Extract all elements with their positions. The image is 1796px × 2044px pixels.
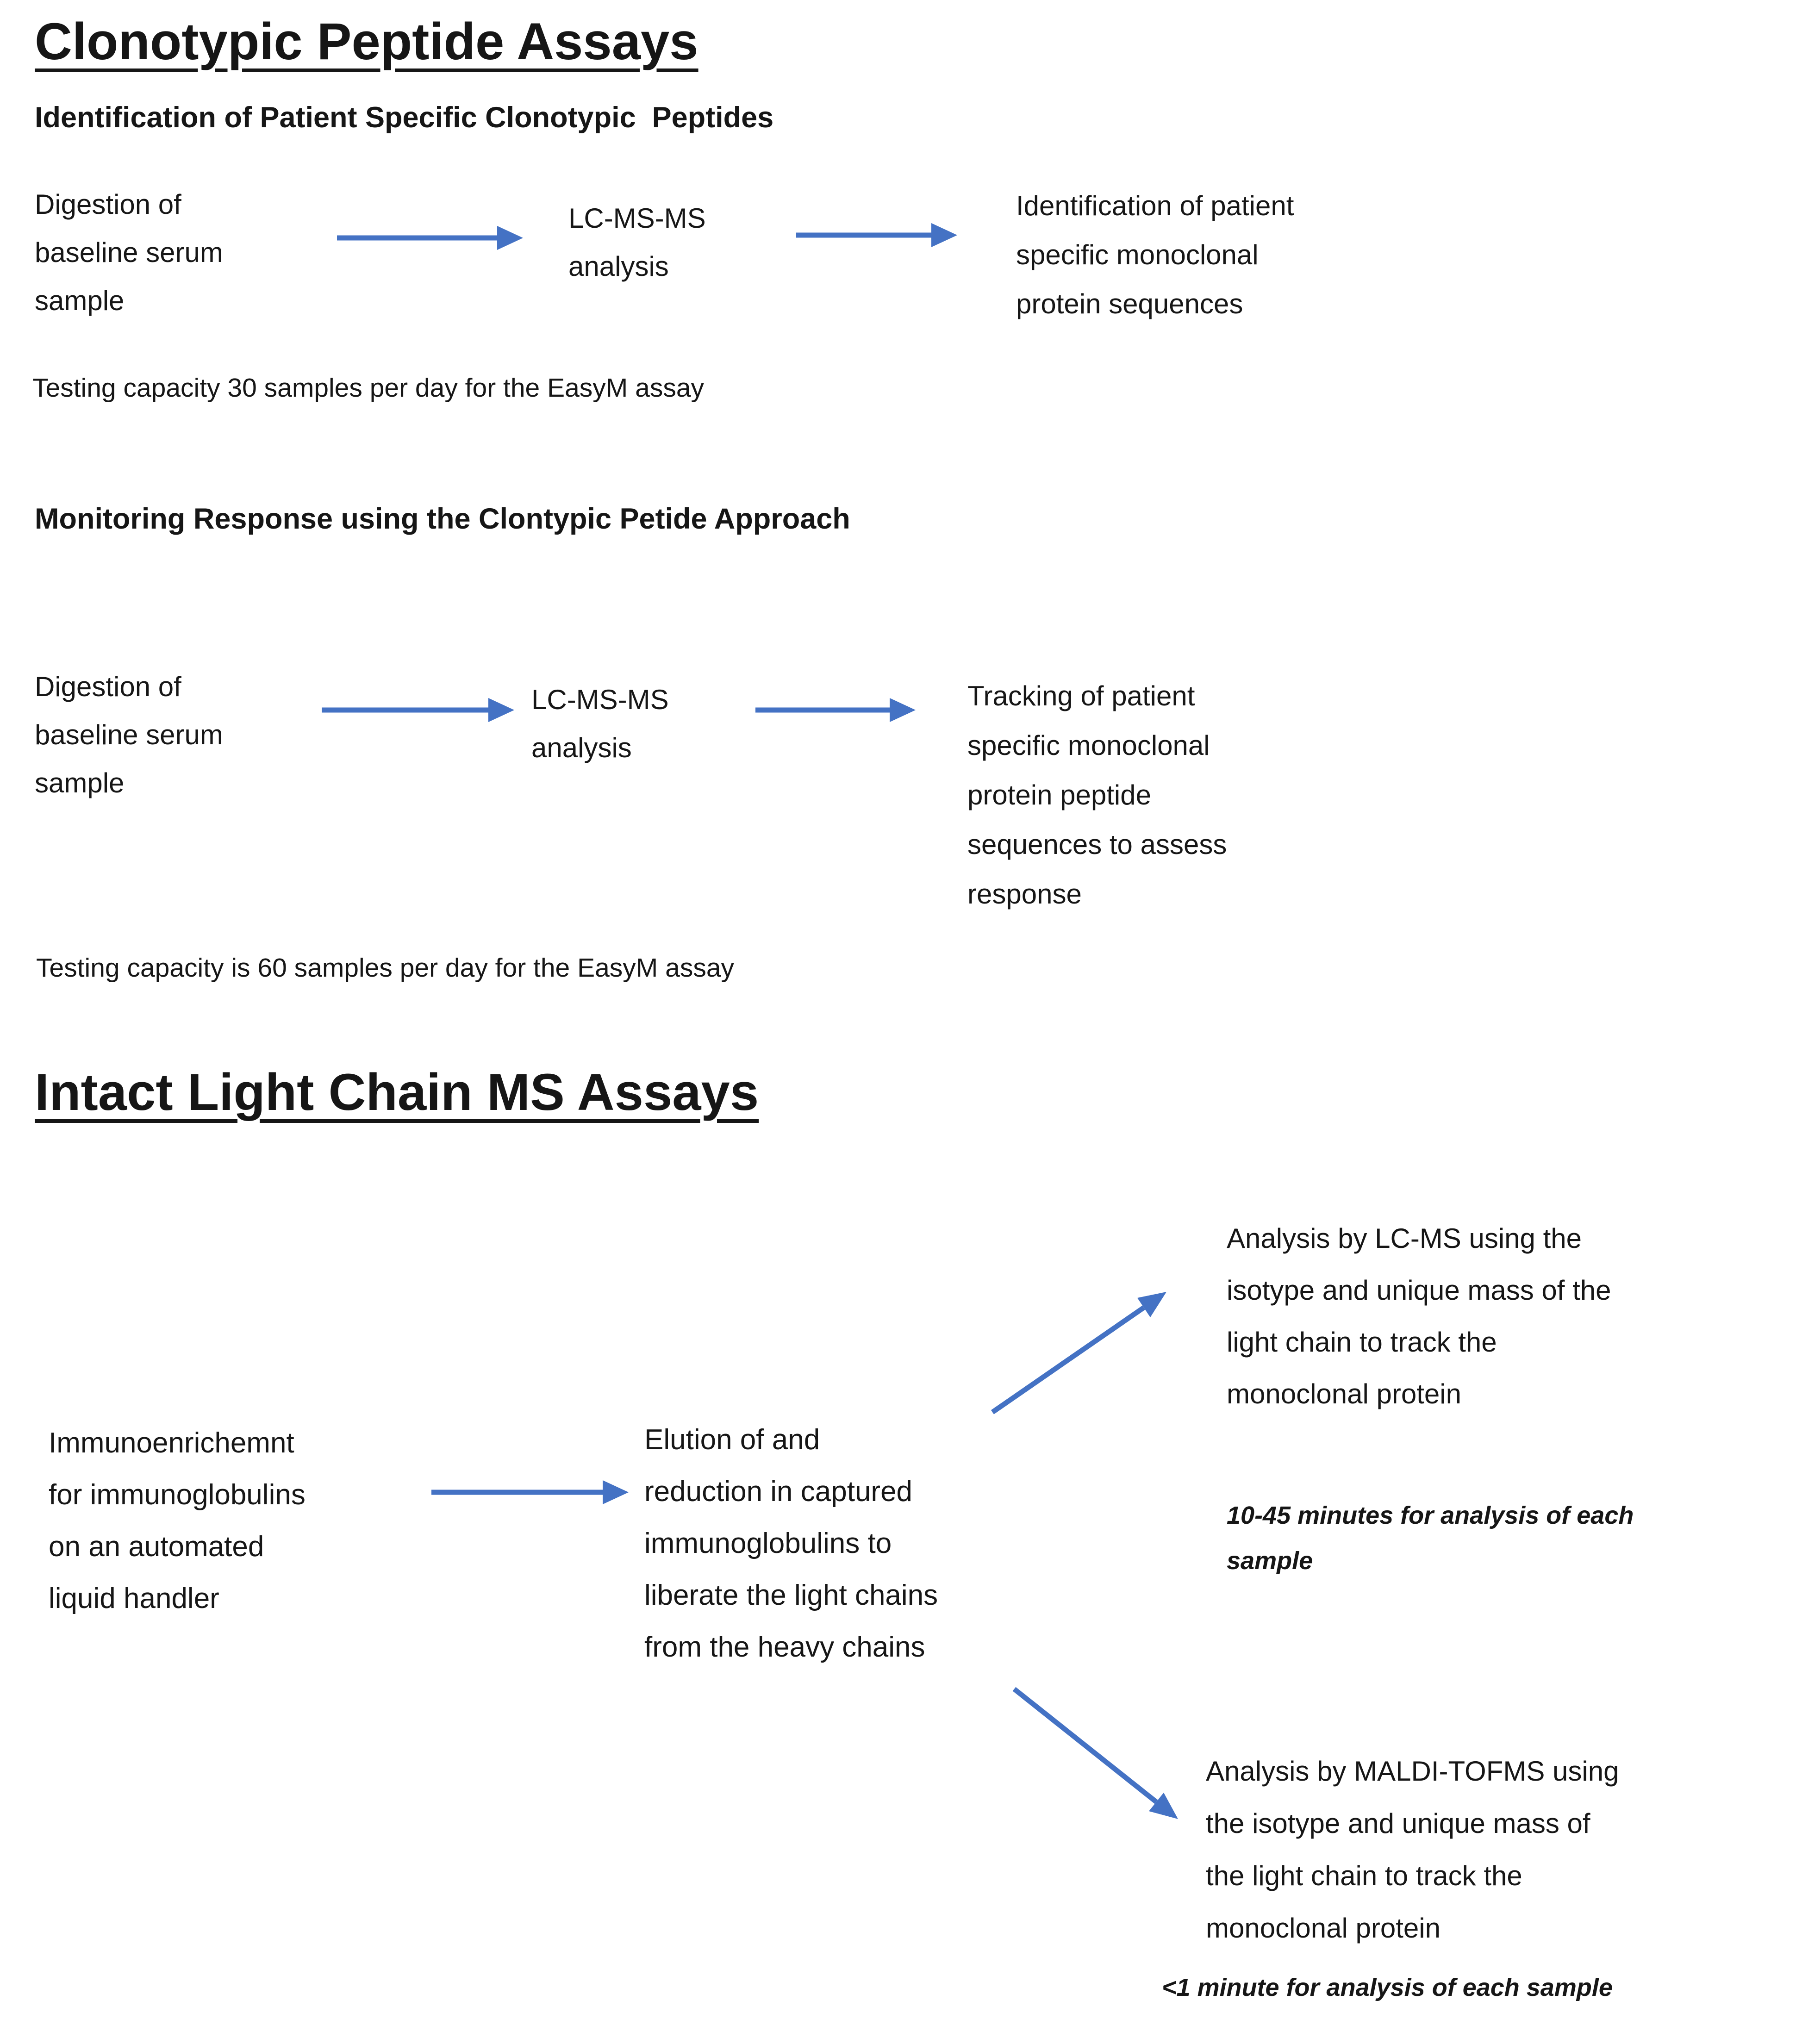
flow2-arrow-2 (755, 698, 916, 722)
flow2-step-digestion: Digestion of baseline serum sample (35, 671, 223, 798)
arrow-to-maldi (1012, 1687, 1178, 1819)
arrow-to-lcms (991, 1292, 1166, 1415)
capacity-note-30: Testing capacity 30 samples per day for … (32, 373, 705, 403)
maldi-time-note: <1 minute for analysis of each sample (1162, 1974, 1613, 2001)
arrow-enrichment-to-elution (431, 1480, 629, 1504)
lcms-time-note: 10-45 minutes for analysis of each sampl… (1227, 1502, 1634, 1575)
step-immunoenrichment: Immunoenrichemnt for immunoglobulins on … (49, 1427, 306, 1614)
flow2-arrow-1 (322, 698, 514, 722)
step-lcms-analysis: Analysis by LC-MS using the isotype and … (1227, 1223, 1611, 1409)
flow1-arrow-1 (337, 226, 523, 250)
flow1-step-lcmsms: LC-MS-MS analysis (568, 203, 706, 282)
section1-title: Clonotypic Peptide Assays (35, 12, 698, 70)
section1-subtitle: Identification of Patient Specific Clono… (35, 101, 774, 134)
monitoring-heading: Monitoring Response using the Clontypic … (35, 503, 850, 535)
flow1-step-digestion: Digestion of baseline serum sample (35, 189, 223, 316)
flow1-arrow-2 (796, 223, 957, 247)
flow2-step-result: Tracking of patient specific monoclonal … (967, 680, 1227, 910)
step-maldi-analysis: Analysis by MALDI-TOFMS using the isotyp… (1206, 1756, 1619, 1944)
step-elution: Elution of and reduction in captured imm… (644, 1424, 938, 1663)
flow1-step-result: Identification of patient specific monoc… (1016, 190, 1294, 319)
flow2-step-lcmsms: LC-MS-MS analysis (531, 684, 669, 763)
capacity-note-60: Testing capacity is 60 samples per day f… (36, 953, 735, 983)
section2-title: Intact Light Chain MS Assays (35, 1063, 759, 1121)
